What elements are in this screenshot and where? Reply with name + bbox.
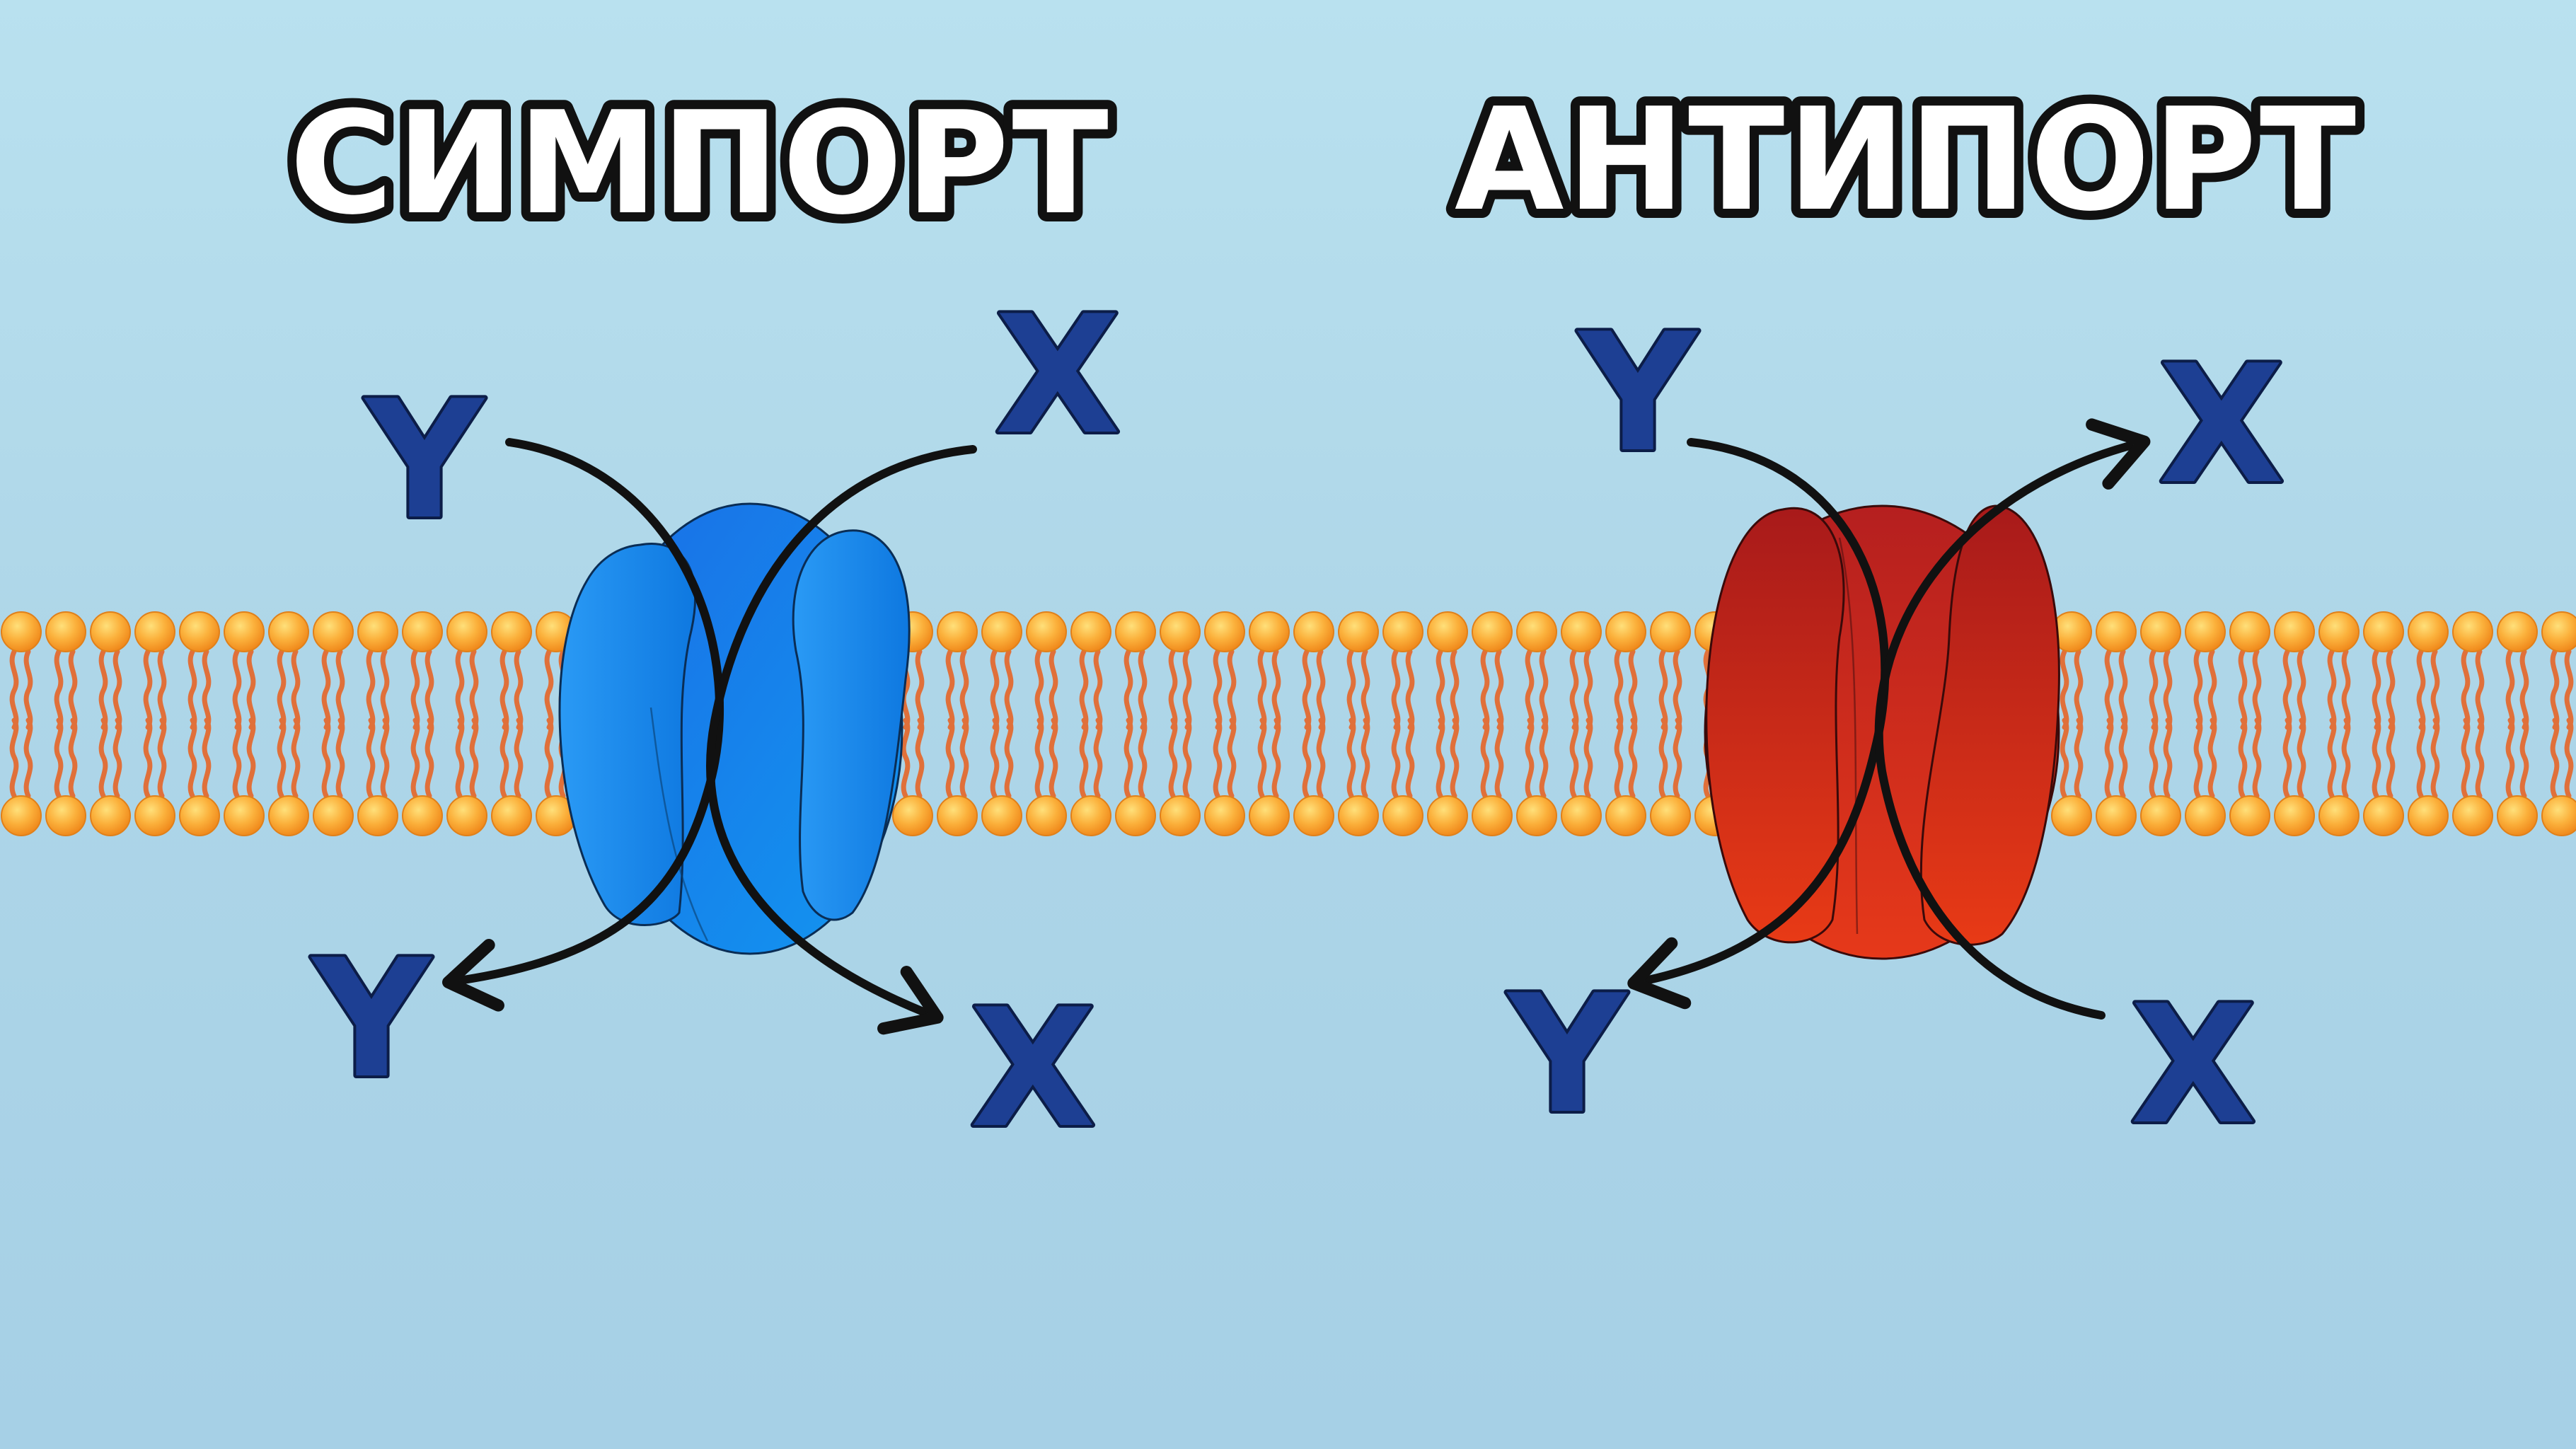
antiport-y-inside: Y	[1506, 961, 1628, 1150]
symport-molecules: Y X Y X	[308, 279, 1124, 1167]
symport-x-arrow	[706, 445, 977, 1035]
symport-arrows	[442, 438, 977, 1035]
symport-y-outside: Y	[364, 366, 485, 555]
symport-y-inside: Y	[311, 925, 432, 1114]
symport-x-outside: X	[995, 282, 1120, 471]
antiport-x-outside: X	[2159, 331, 2284, 520]
antiport-x-arrow	[1874, 418, 2151, 1020]
symport-title: СИМПОРТ	[289, 81, 1111, 246]
antiport-title: АНТИПОРТ	[1455, 78, 2359, 243]
symport-protein	[558, 502, 911, 955]
antiport-arrows	[1627, 418, 2151, 1020]
antiport-x-inside: X	[2130, 971, 2256, 1160]
antiport-molecules: Y X Y X	[1503, 296, 2287, 1163]
lipid-bilayer	[1, 611, 2576, 836]
symport-x-inside: X	[970, 975, 1095, 1164]
antiport-y-outside: Y	[1577, 299, 1699, 488]
lipid-tails	[9, 649, 2574, 799]
